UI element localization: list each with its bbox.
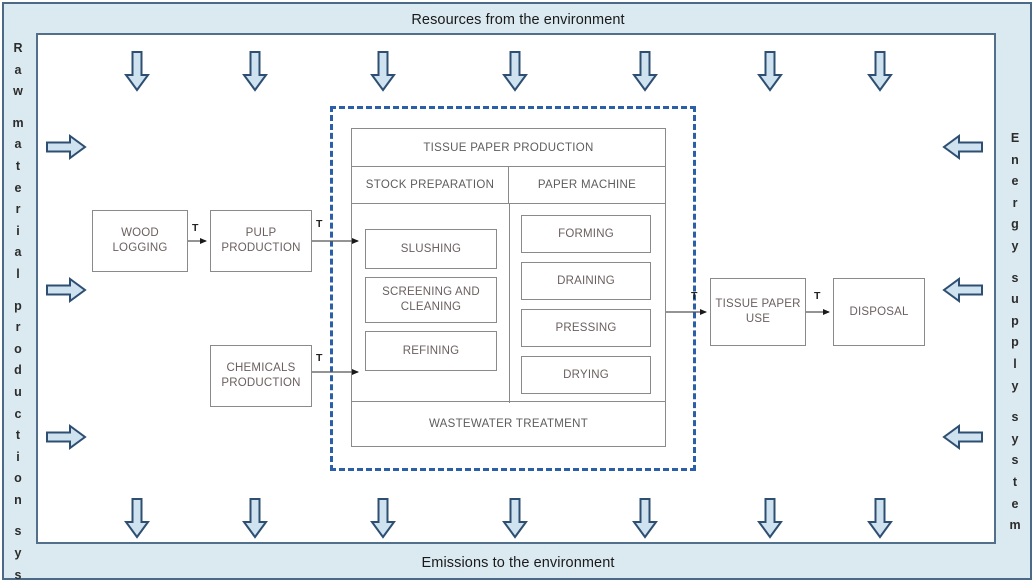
vertical-label-char: r <box>1012 195 1018 210</box>
vertical-label-char: s <box>14 567 22 582</box>
vertical-label-char: r <box>15 320 21 335</box>
raw-material-inflow-arrow <box>46 424 87 450</box>
vertical-label-char: e <box>1011 496 1019 511</box>
emission-outflow-arrow <box>632 498 658 539</box>
tissue-paper-production-panel: TISSUE PAPER PRODUCTION STOCK PREPARATIO… <box>351 128 666 447</box>
vertical-label-char: d <box>14 363 22 378</box>
emission-outflow-arrow <box>867 498 893 539</box>
raw-material-production-system-label: Rawmaterialproductionsystem <box>3 38 33 584</box>
vertical-label-char: t <box>1012 474 1018 489</box>
paper-machine-header: PAPER MACHINE <box>509 167 665 204</box>
emission-outflow-arrow <box>502 498 528 539</box>
vertical-label-char: n <box>14 492 22 507</box>
vertical-label-char: E <box>1010 131 1020 145</box>
raw-material-inflow-arrow <box>46 277 87 303</box>
vertical-label-char: t <box>15 158 21 173</box>
emission-outflow-arrow <box>242 498 268 539</box>
vertical-label-char: t <box>15 428 21 443</box>
resource-inflow-arrow <box>242 51 268 92</box>
box-wood-logging[interactable]: WOOD LOGGING <box>92 210 188 272</box>
vertical-label-char: y <box>1011 238 1019 253</box>
box-tissue-paper-use[interactable]: TISSUE PAPER USE <box>710 278 806 346</box>
resource-inflow-arrow <box>867 51 893 92</box>
vertical-label-char: u <box>14 384 22 399</box>
vertical-label-char: s <box>14 524 22 539</box>
resource-inflow-arrow <box>632 51 658 92</box>
resource-inflow-arrow <box>757 51 783 92</box>
step-refining[interactable]: REFINING <box>365 331 497 371</box>
vertical-label-char: s <box>1011 270 1019 285</box>
vertical-label-char: i <box>16 223 20 238</box>
vertical-label-char: p <box>14 298 22 313</box>
transport-label-use-to-disposal: T <box>814 290 821 302</box>
step-pressing[interactable]: PRESSING <box>521 309 651 347</box>
vertical-label-char: a <box>14 245 22 260</box>
box-pulp-production[interactable]: PULP PRODUCTION <box>210 210 312 272</box>
step-drying[interactable]: DRYING <box>521 356 651 394</box>
transport-label-chemicals-to-stock: T <box>316 352 323 364</box>
tissue-paper-production-title: TISSUE PAPER PRODUCTION <box>352 129 665 167</box>
energy-inflow-arrow <box>942 424 983 450</box>
box-chemicals-production[interactable]: CHEMICALS PRODUCTION <box>210 345 312 407</box>
tissue-paper-production-boundary <box>330 106 696 471</box>
transport-label-paper-to-use: T <box>691 290 698 302</box>
vertical-label-char: s <box>1011 453 1019 468</box>
vertical-label-char: l <box>1013 356 1017 371</box>
energy-inflow-arrow <box>942 134 983 160</box>
vertical-label-char: y <box>1011 431 1019 446</box>
vertical-label-char: m <box>1009 518 1021 533</box>
step-draining[interactable]: DRAINING <box>521 262 651 300</box>
emission-outflow-arrow <box>124 498 150 539</box>
vertical-label-char: m <box>12 115 24 130</box>
vertical-label-char: p <box>1011 313 1019 328</box>
vertical-label-char: a <box>14 62 22 77</box>
transport-label-pulp-to-stock: T <box>316 218 323 230</box>
vertical-label-char: u <box>1011 292 1019 307</box>
step-slushing[interactable]: SLUSHING <box>365 229 497 269</box>
vertical-label-char: n <box>1011 152 1019 167</box>
vertical-label-char: c <box>14 406 22 421</box>
column-divider <box>509 204 510 403</box>
emission-outflow-arrow <box>370 498 396 539</box>
vertical-label-char: e <box>14 180 22 195</box>
vertical-label-char: y <box>14 546 22 561</box>
step-forming[interactable]: FORMING <box>521 215 651 253</box>
raw-material-inflow-arrow <box>46 134 87 160</box>
vertical-label-char: a <box>14 137 22 152</box>
vertical-label-char: i <box>16 449 20 464</box>
resource-inflow-arrow <box>370 51 396 92</box>
transport-label-wood-to-pulp: T <box>192 222 199 234</box>
vertical-label-char: o <box>14 471 22 486</box>
vertical-label-char: r <box>15 202 21 217</box>
vertical-label-char: g <box>1011 217 1019 232</box>
vertical-label-char: l <box>16 266 20 281</box>
stock-preparation-header: STOCK PREPARATION <box>352 167 509 204</box>
box-disposal[interactable]: DISPOSAL <box>833 278 925 346</box>
vertical-label-char: s <box>1011 410 1019 425</box>
emission-outflow-arrow <box>757 498 783 539</box>
vertical-label-char: o <box>14 341 22 356</box>
resources-from-environment-label: Resources from the environment <box>411 12 625 28</box>
resource-inflow-arrow <box>124 51 150 92</box>
vertical-label-char: e <box>1011 174 1019 189</box>
energy-inflow-arrow <box>942 277 983 303</box>
resource-inflow-arrow <box>502 51 528 92</box>
step-screening-and-cleaning[interactable]: SCREENING AND CLEANING <box>365 277 497 323</box>
vertical-label-char: w <box>13 84 23 99</box>
vertical-label-char: y <box>1011 378 1019 393</box>
emissions-to-environment-label: Emissions to the environment <box>421 555 615 571</box>
wastewater-treatment-row: WASTEWATER TREATMENT <box>352 401 665 446</box>
vertical-label-char: R <box>13 41 23 55</box>
vertical-label-char: p <box>1011 335 1019 350</box>
